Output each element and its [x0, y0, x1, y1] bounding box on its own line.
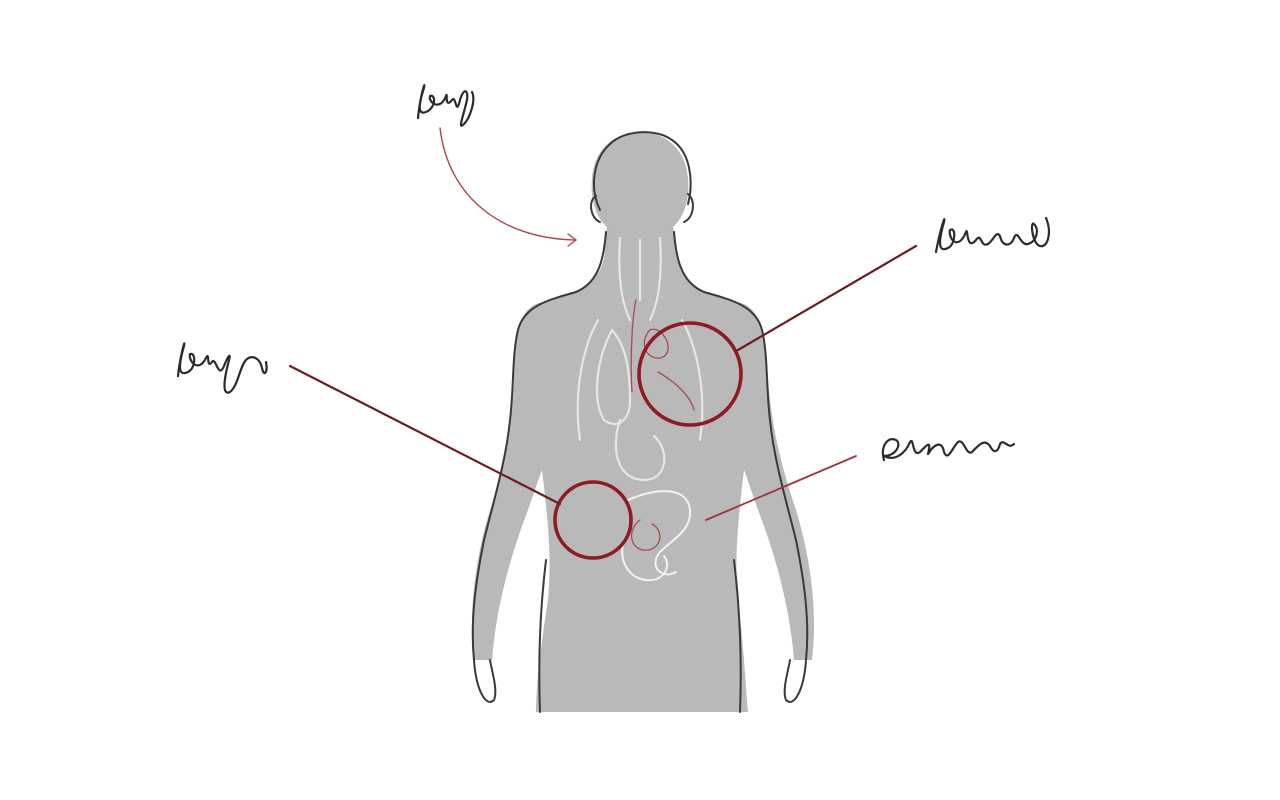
upper-right-leader-line — [736, 244, 918, 352]
intestine-gut-2 — [621, 539, 669, 582]
intestine-sketch — [630, 519, 661, 551]
abdomen-highlight-circle — [553, 480, 633, 560]
callout-head — [416, 84, 578, 247]
waist-outline-right — [733, 559, 742, 713]
lower-right-leader-line — [705, 455, 857, 521]
right-body-outline — [673, 231, 809, 703]
right-ear — [683, 193, 694, 223]
internal-organs — [621, 299, 695, 582]
callout-lower-right — [705, 438, 1016, 521]
trachea-sketch — [630, 299, 637, 393]
waist-outline-left — [538, 559, 547, 713]
rib-line-left — [576, 318, 600, 442]
left-body-outline — [471, 231, 607, 703]
upper-right-label-scribble — [934, 216, 1050, 254]
chest-highlight-circle — [637, 321, 743, 427]
neck-line-left — [618, 236, 632, 322]
callout-upper-right — [637, 216, 1050, 427]
callout-left — [176, 342, 633, 560]
torso-silhouette — [471, 200, 815, 712]
stomach-shape — [614, 418, 666, 482]
intestine-gut-1 — [627, 490, 692, 576]
head-outline — [593, 131, 692, 211]
human-figure — [471, 131, 815, 713]
head-curved-arrow — [439, 127, 575, 241]
head-label-scribble — [416, 84, 475, 127]
arrow-head — [567, 233, 578, 247]
left-label-scribble — [176, 342, 268, 394]
head-silhouette — [591, 132, 689, 236]
left-leader-line — [288, 364, 562, 506]
left-ear — [590, 195, 601, 223]
lower-right-label-scribble — [881, 438, 1016, 462]
neck-line-right — [648, 236, 662, 322]
liver-sketch — [657, 371, 695, 411]
rib-line-right — [680, 318, 704, 442]
